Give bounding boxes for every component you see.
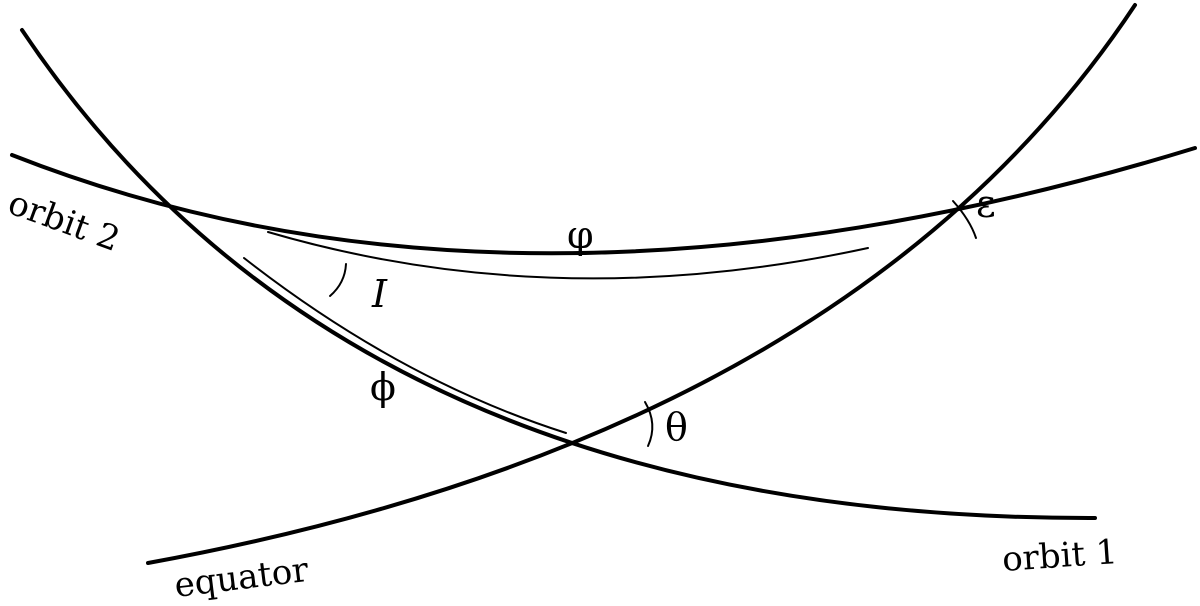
inclination-label: I — [371, 272, 388, 316]
equator-curve — [146, 3, 1137, 565]
epsilon-label: ε — [976, 182, 996, 226]
orbit-2-curve — [10, 146, 1197, 256]
theta-angle-arc — [644, 401, 654, 447]
theta-label: θ — [665, 405, 688, 449]
orbit-1-label: orbit 1 — [1001, 532, 1119, 580]
inclination-angle-arc — [329, 263, 347, 297]
phi-arc-label: φ — [567, 213, 594, 257]
phi-segment-indicator — [243, 257, 567, 434]
phi-arc-indicator — [267, 231, 869, 280]
epsilon-angle-arc — [952, 200, 977, 239]
orbit-2-label: orbit 2 — [3, 183, 125, 260]
phi-segment-label: ϕ — [370, 365, 396, 409]
orbit-1-curve — [20, 28, 1097, 521]
equator-label: equator — [172, 550, 311, 606]
